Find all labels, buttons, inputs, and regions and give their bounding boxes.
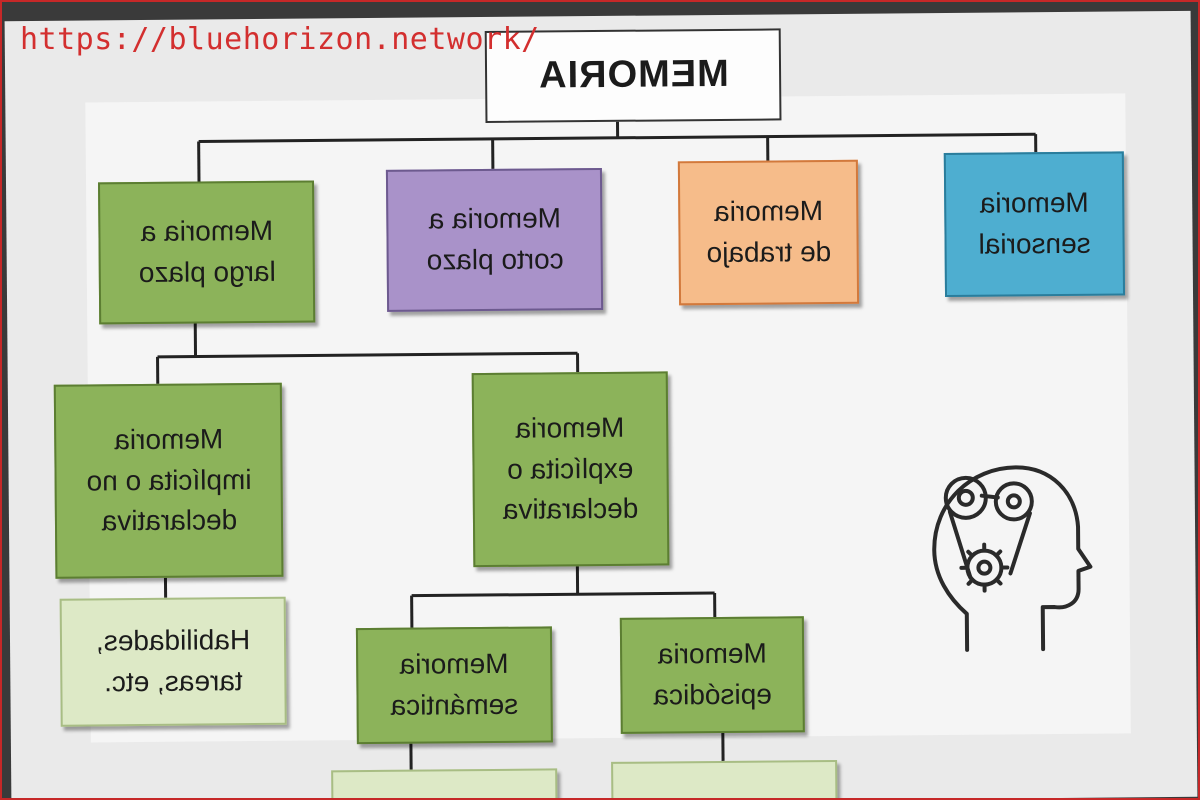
box-semantica: Memoria semántica (355, 626, 553, 745)
connector (157, 351, 578, 359)
connector (411, 591, 715, 598)
box-largo-plazo-label: Memoria a largo plazo (138, 215, 276, 289)
box-implicita-label: Memoria implícita o no declarativa (85, 423, 252, 537)
box-habilidades-label: Habilidades, tareas, etc. (95, 624, 251, 698)
box-semantica-label: Memoria semántica (390, 648, 519, 721)
box-largo-plazo: Memoria a largo plazo (98, 180, 316, 325)
box-semantica-child (331, 768, 558, 798)
root-label: MEMORIA (537, 53, 729, 97)
head-gears-icon (932, 465, 1093, 652)
box-corto-plazo-label: Memoria a corto plazo (426, 202, 564, 276)
box-implicita: Memoria implícita o no declarativa (53, 382, 284, 579)
box-trabajo-label: Memoria de trabajo (706, 195, 832, 269)
box-habilidades: Habilidades, tareas, etc. (59, 596, 287, 727)
box-episodica: Memoria episódica (619, 616, 805, 734)
box-explicita: Memoria explícita o declarativa (471, 371, 670, 568)
box-trabajo: Memoria de trabajo (677, 159, 860, 306)
box-sensorial: Memoria sensorial (943, 151, 1126, 297)
connector (198, 132, 1036, 144)
connector-lines (156, 119, 1038, 770)
box-episodica-child (611, 759, 838, 798)
diagram-sheet: MEMORIA Memoria a largo plazo Memoria a … (4, 10, 1198, 798)
watermark-url: https://bluehorizon.network/ (20, 22, 540, 57)
box-sensorial-label: Memoria sensorial (978, 187, 1091, 260)
box-corto-plazo: Memoria a corto plazo (385, 167, 604, 312)
box-explicita-label: Memoria explícita o declarativa (503, 411, 639, 526)
box-episodica-label: Memoria episódica (653, 637, 772, 711)
